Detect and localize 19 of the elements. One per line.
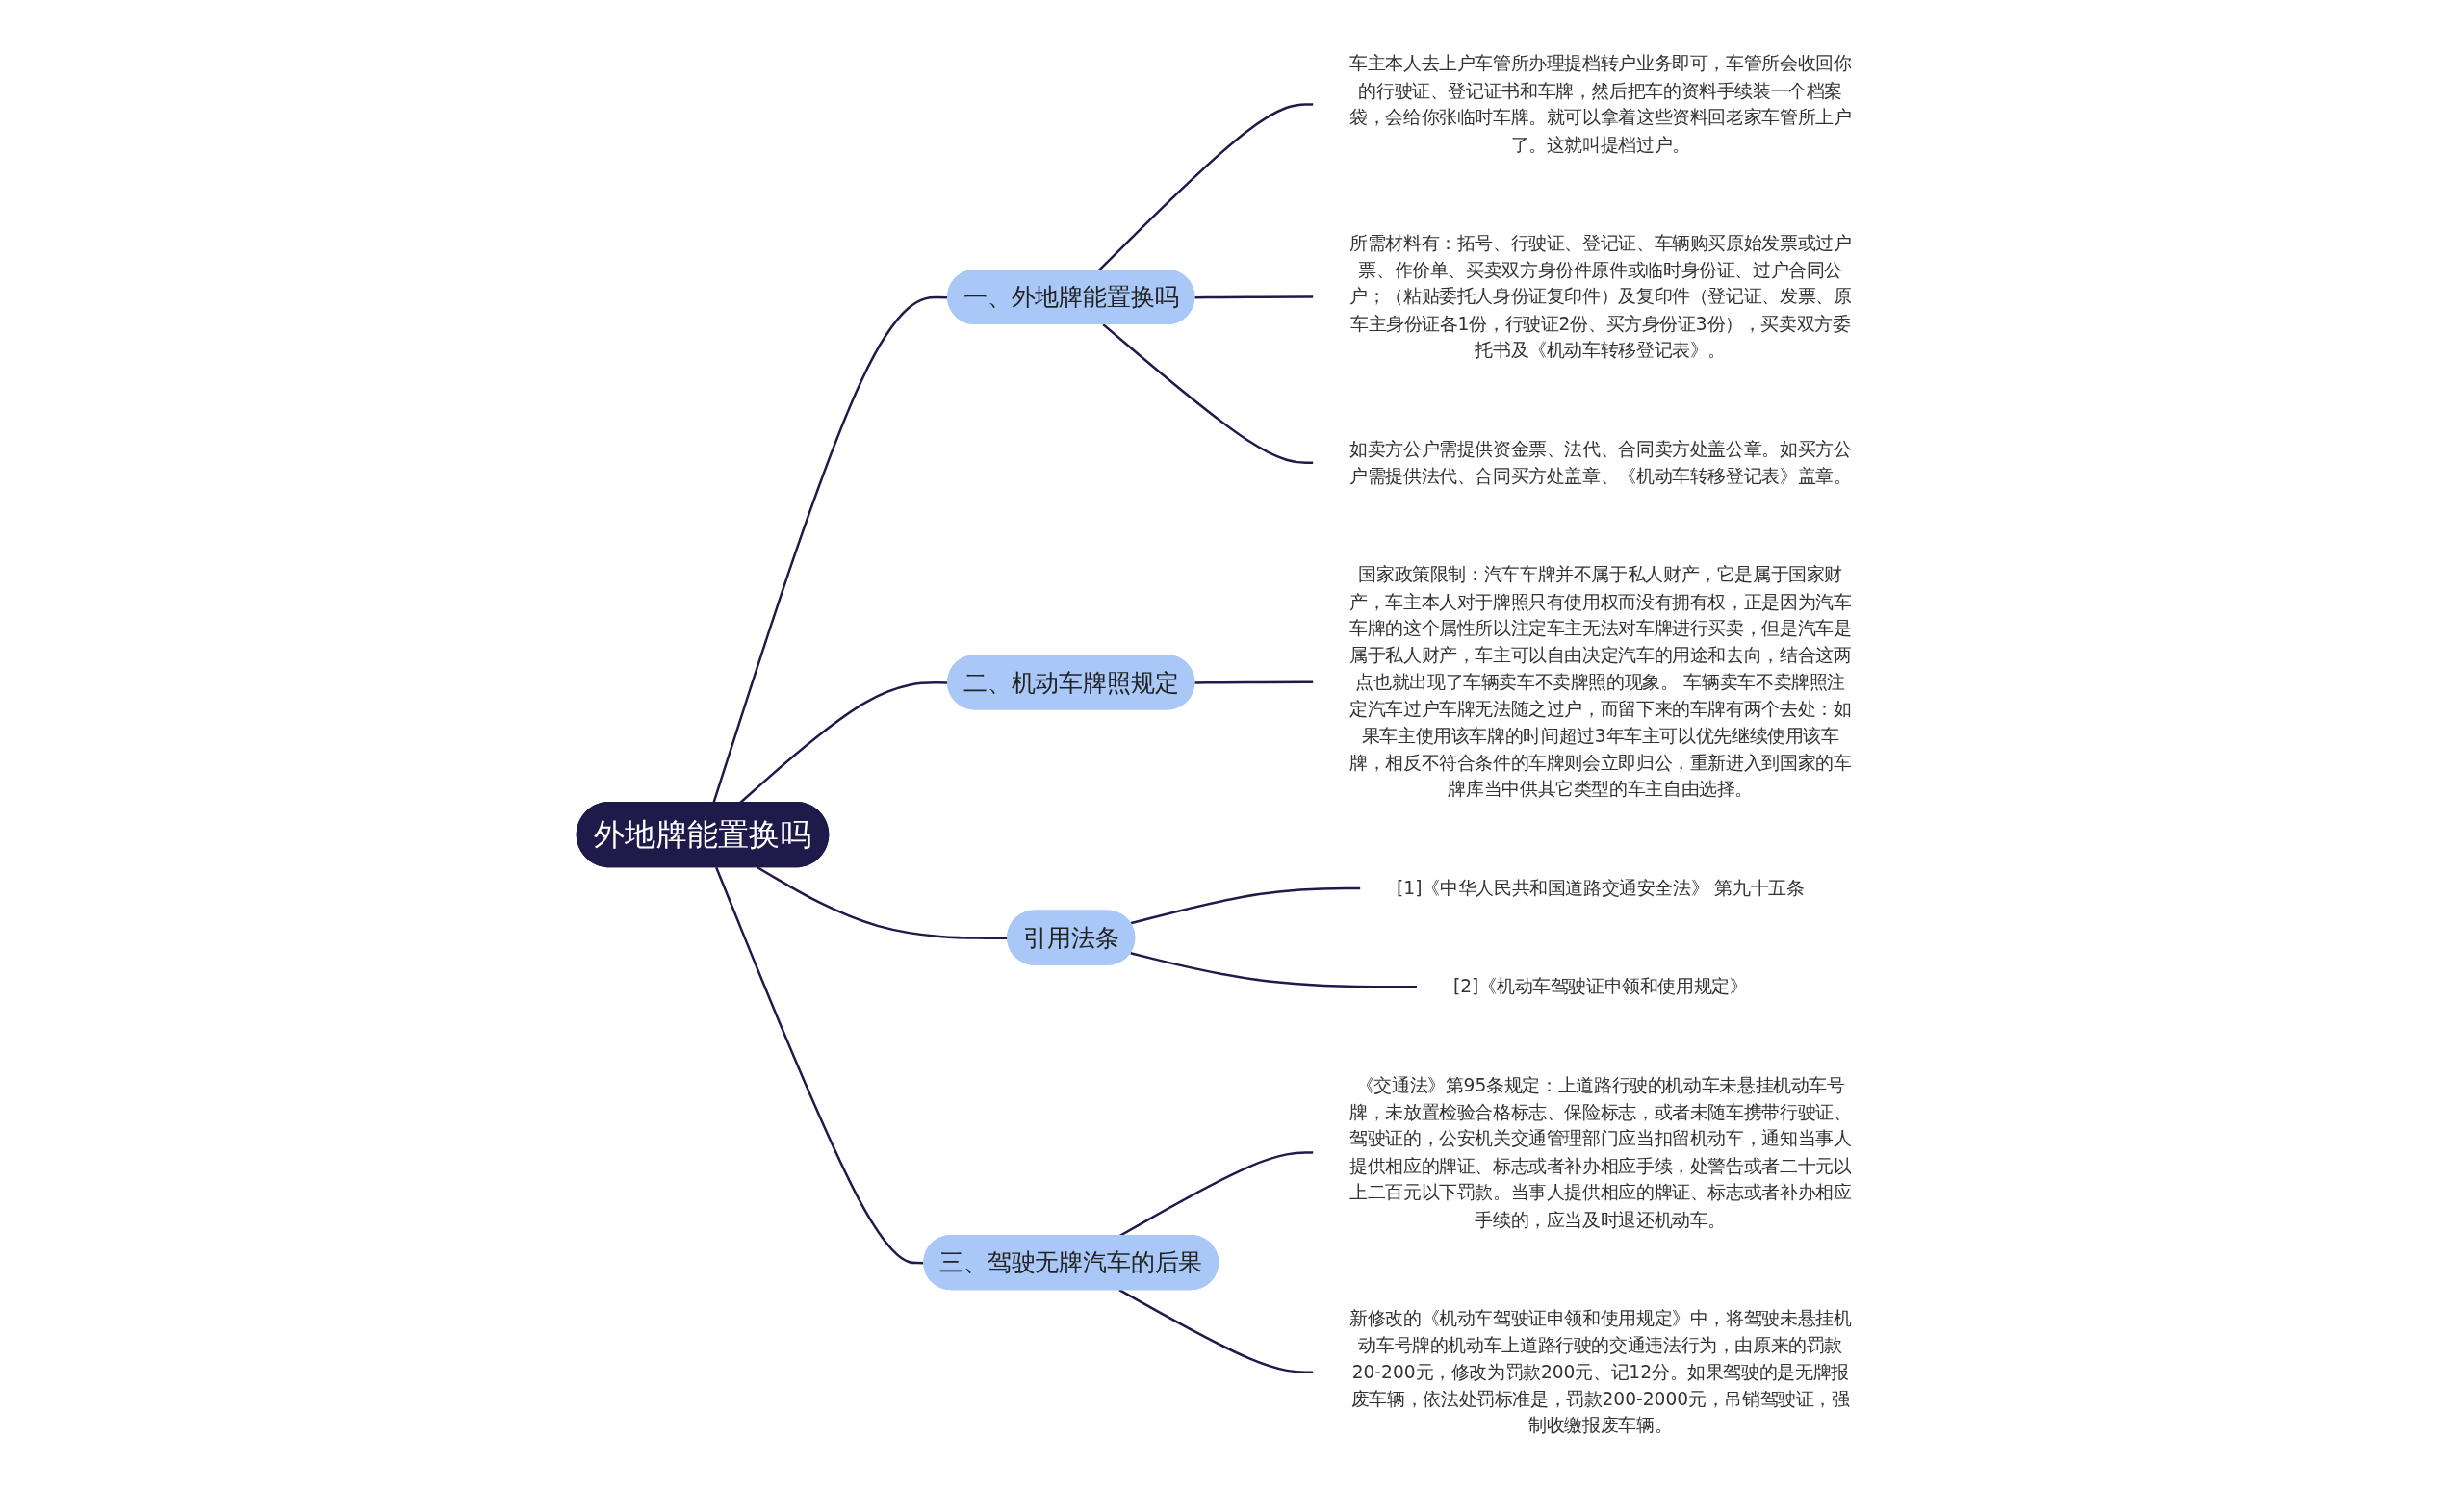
connector xyxy=(1102,322,1314,464)
node-text: [2]《机动车驾驶证申领和使用规定》 xyxy=(1452,975,1748,997)
connector xyxy=(1130,886,1361,924)
connector xyxy=(1130,951,1418,988)
connector xyxy=(1194,680,1314,684)
node-text: 所需材料有：拓号、行驶证、登记证、车辆购买原始发票或过户票、作价单、买卖双方身份件原件或临时身份证、过户合同公户；（粘贴委托人身份证复印件）及复印件（登记证、发票、原车主身份证各1份，行驶证2份、买方身份证3份），买卖双方委托书及《机动车转移登记表》。 xyxy=(1349,231,1852,361)
node-text: 《交通法》第95条规定：上道路行驶的机动车未悬挂机动车号牌，未放置检验合格标志、保险标志，或者未随车携带行驶证、驾驶证的，公安机关交通管理部门应当扣留机动车，通知当事人提供相应的牌证、标志或者补办相应手续，处警告或者二十元以上二百元以下罚款。当事人提供相应的牌证、标志或者补办相应手续的，应当及时退还机动车。 xyxy=(1349,1073,1852,1230)
connector xyxy=(1118,1288,1314,1373)
connector xyxy=(1194,295,1314,298)
connector xyxy=(1118,1150,1314,1237)
node-text: 如卖方公户需提供资金票、法代、合同卖方处盖公章。如买方公户需提供法代、合同买方处盖章、《机动车转移登记表》盖章。 xyxy=(1349,437,1852,487)
node-text: 车主本人去上户车管所办理提档转户业务即可，车管所会收回你的行驶证、登记证书和车牌，然后把车的资料手续装一个档案袋，会给你张临时车牌。就可以拿着这些资料回老家车管所上户了。这就叫提档过户。 xyxy=(1349,52,1852,155)
connector xyxy=(738,680,949,804)
connector xyxy=(1097,102,1314,271)
connector xyxy=(715,866,925,1264)
node-text: 新修改的《机动车驾驶证申领和使用规定》中，将驾驶未悬挂机动车号牌的机动车上道路行驶的交通违法行为，由原来的罚款20-200元，修改为罚款200元、记12分。如果驾驶的是无牌报废车辆，依法处罚标准是，罚款200-2000元，吊销驾驶证，强制收缴报废车辆。 xyxy=(1349,1306,1852,1436)
node-text: 国家政策限制：汽车车牌并不属于私人财产，它是属于国家财产，车主本人对于牌照只有使用权而没有拥有权，正是因为汽车车牌的这个属性所以注定车主无法对车牌进行买卖，但是汽车是属于私人财产，车主可以自由决定汽车的用途和去向，结合这两点也就出现了车辆卖车不卖牌照的现象。 车辆卖车不卖牌照注定汽车过户车牌无法随之过户，而留下来的车牌有两个去处：如果车主使用该车牌的时间超过3年车主可以优先继续使用该车牌，相反不符合条件的车牌则会立即归公，重新进入到国家的车牌库当中供其它类型的车主自由选择。 xyxy=(1349,563,1852,800)
connector xyxy=(712,295,949,804)
node-text: [1]《中华人民共和国道路交通安全法》 第九十五条 xyxy=(1397,876,1805,899)
